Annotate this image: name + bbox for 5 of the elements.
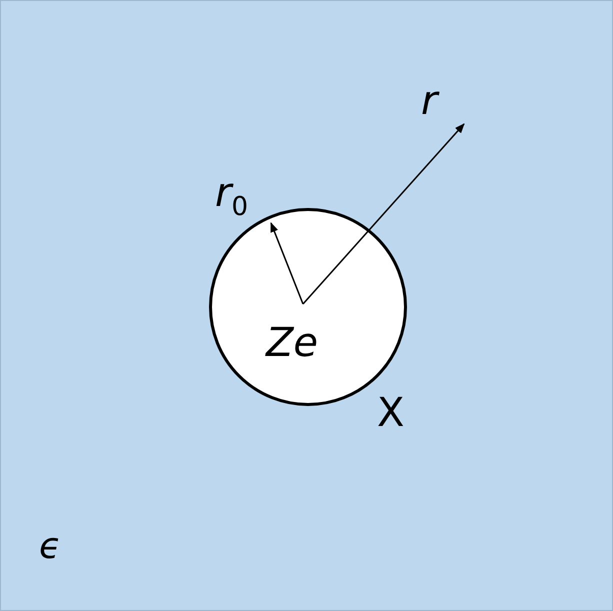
point-label: X: [377, 393, 404, 433]
radius-symbol: r$_{0}$: [215, 173, 248, 220]
charge-label: Ze: [266, 323, 318, 363]
distance-symbol: r: [421, 81, 438, 121]
permittivity-symbol: ϵ: [39, 529, 62, 565]
